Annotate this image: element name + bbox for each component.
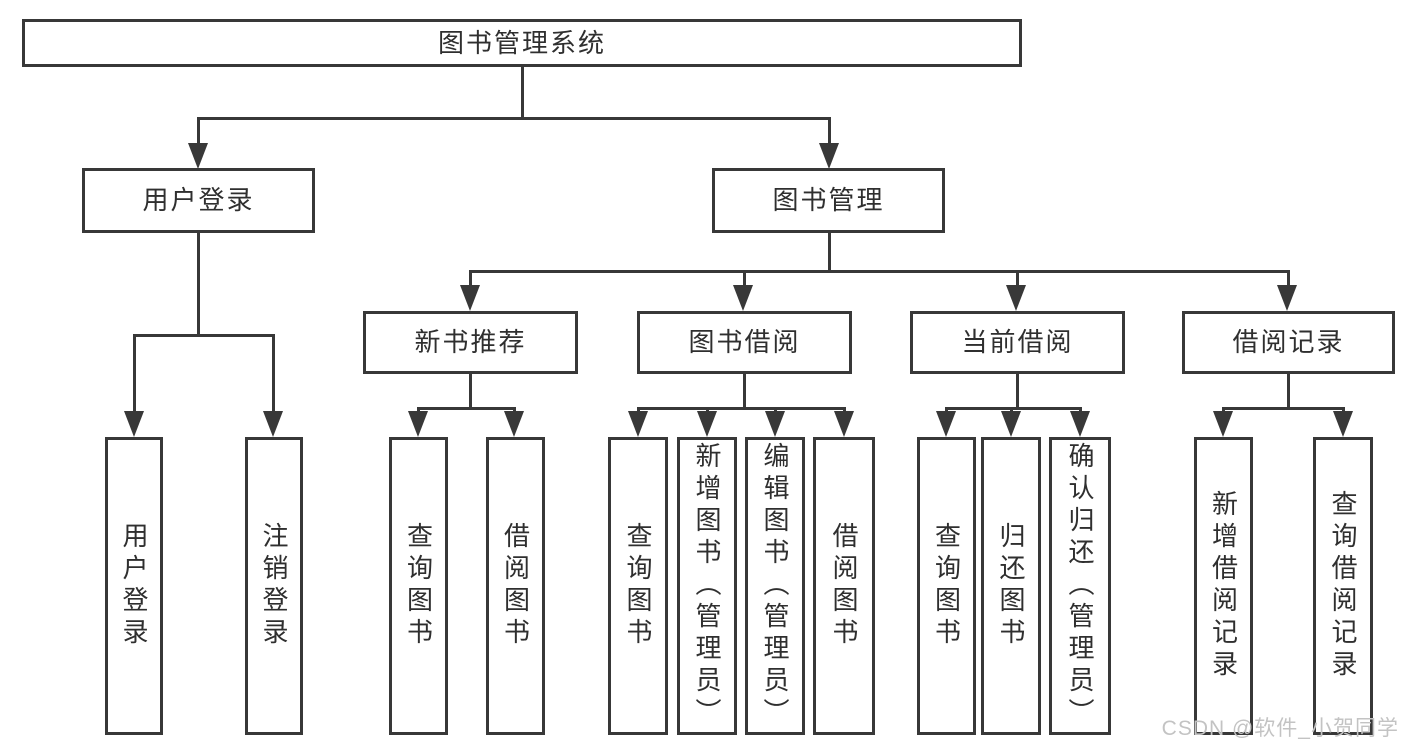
arrowhead-down	[504, 411, 524, 437]
connector-hline	[469, 270, 1290, 273]
connector-vline	[743, 374, 746, 408]
arrowhead-down	[1213, 411, 1233, 437]
connector-hline	[1222, 407, 1345, 410]
connector-hline	[133, 334, 275, 337]
leaf-borrow-books-recommend: 借阅图书	[486, 437, 545, 735]
connector-vline	[828, 233, 831, 272]
leaf-user-login: 用户登录	[105, 437, 163, 735]
connector-vline	[197, 118, 200, 148]
arrowhead-down	[188, 143, 208, 169]
connector-vline	[469, 374, 472, 408]
node-current-borrowing: 当前借阅	[910, 311, 1125, 374]
connector-vline	[828, 118, 831, 148]
node-library-management-system: 图书管理系统	[22, 19, 1022, 67]
leaf-confirm-return-admin: 确认归还（管理员）	[1049, 437, 1111, 735]
connector-hline	[197, 117, 831, 120]
leaf-query-borrow-record: 查询借阅记录	[1313, 437, 1373, 735]
arrowhead-down	[1001, 411, 1021, 437]
arrowhead-down	[408, 411, 428, 437]
arrowhead-down	[697, 411, 717, 437]
node-book-borrowing: 图书借阅	[637, 311, 852, 374]
connector-vline	[521, 67, 524, 118]
connector-hline	[945, 407, 1082, 410]
leaf-query-books-recommend: 查询图书	[389, 437, 448, 735]
connector-hline	[637, 407, 846, 410]
arrowhead-down	[819, 143, 839, 169]
connector-vline	[133, 335, 136, 415]
connector-vline	[743, 271, 746, 291]
connector-vline	[1287, 374, 1290, 408]
node-user-login: 用户登录	[82, 168, 315, 233]
arrowhead-down	[1333, 411, 1353, 437]
connector-vline	[197, 233, 200, 335]
node-book-management: 图书管理	[712, 168, 945, 233]
arrowhead-down	[1070, 411, 1090, 437]
leaf-add-books-admin: 新增图书（管理员）	[677, 437, 737, 735]
leaf-logout: 注销登录	[245, 437, 303, 735]
connector-vline	[1016, 271, 1019, 291]
leaf-query-books-borrowing: 查询图书	[608, 437, 668, 735]
arrowhead-down	[263, 411, 283, 437]
node-borrow-records: 借阅记录	[1182, 311, 1395, 374]
arrowhead-down	[733, 285, 753, 311]
arrowhead-down	[124, 411, 144, 437]
connector-vline	[272, 335, 275, 415]
arrowhead-down	[628, 411, 648, 437]
leaf-return-books: 归还图书	[981, 437, 1041, 735]
leaf-edit-books-admin: 编辑图书（管理员）	[745, 437, 805, 735]
arrowhead-down	[765, 411, 785, 437]
leaf-borrow-books: 借阅图书	[813, 437, 875, 735]
arrowhead-down	[1277, 285, 1297, 311]
arrowhead-down	[460, 285, 480, 311]
arrowhead-down	[834, 411, 854, 437]
connector-hline	[417, 407, 516, 410]
leaf-query-books-current: 查询图书	[917, 437, 976, 735]
connector-vline	[1287, 271, 1290, 291]
arrowhead-down	[936, 411, 956, 437]
leaf-add-borrow-record: 新增借阅记录	[1194, 437, 1253, 735]
node-new-book-recommend: 新书推荐	[363, 311, 578, 374]
csdn-watermark: CSDN @软件_小贺同学	[1161, 717, 1399, 740]
arrowhead-down	[1006, 285, 1026, 311]
connector-vline	[1016, 374, 1019, 408]
connector-vline	[469, 271, 472, 291]
